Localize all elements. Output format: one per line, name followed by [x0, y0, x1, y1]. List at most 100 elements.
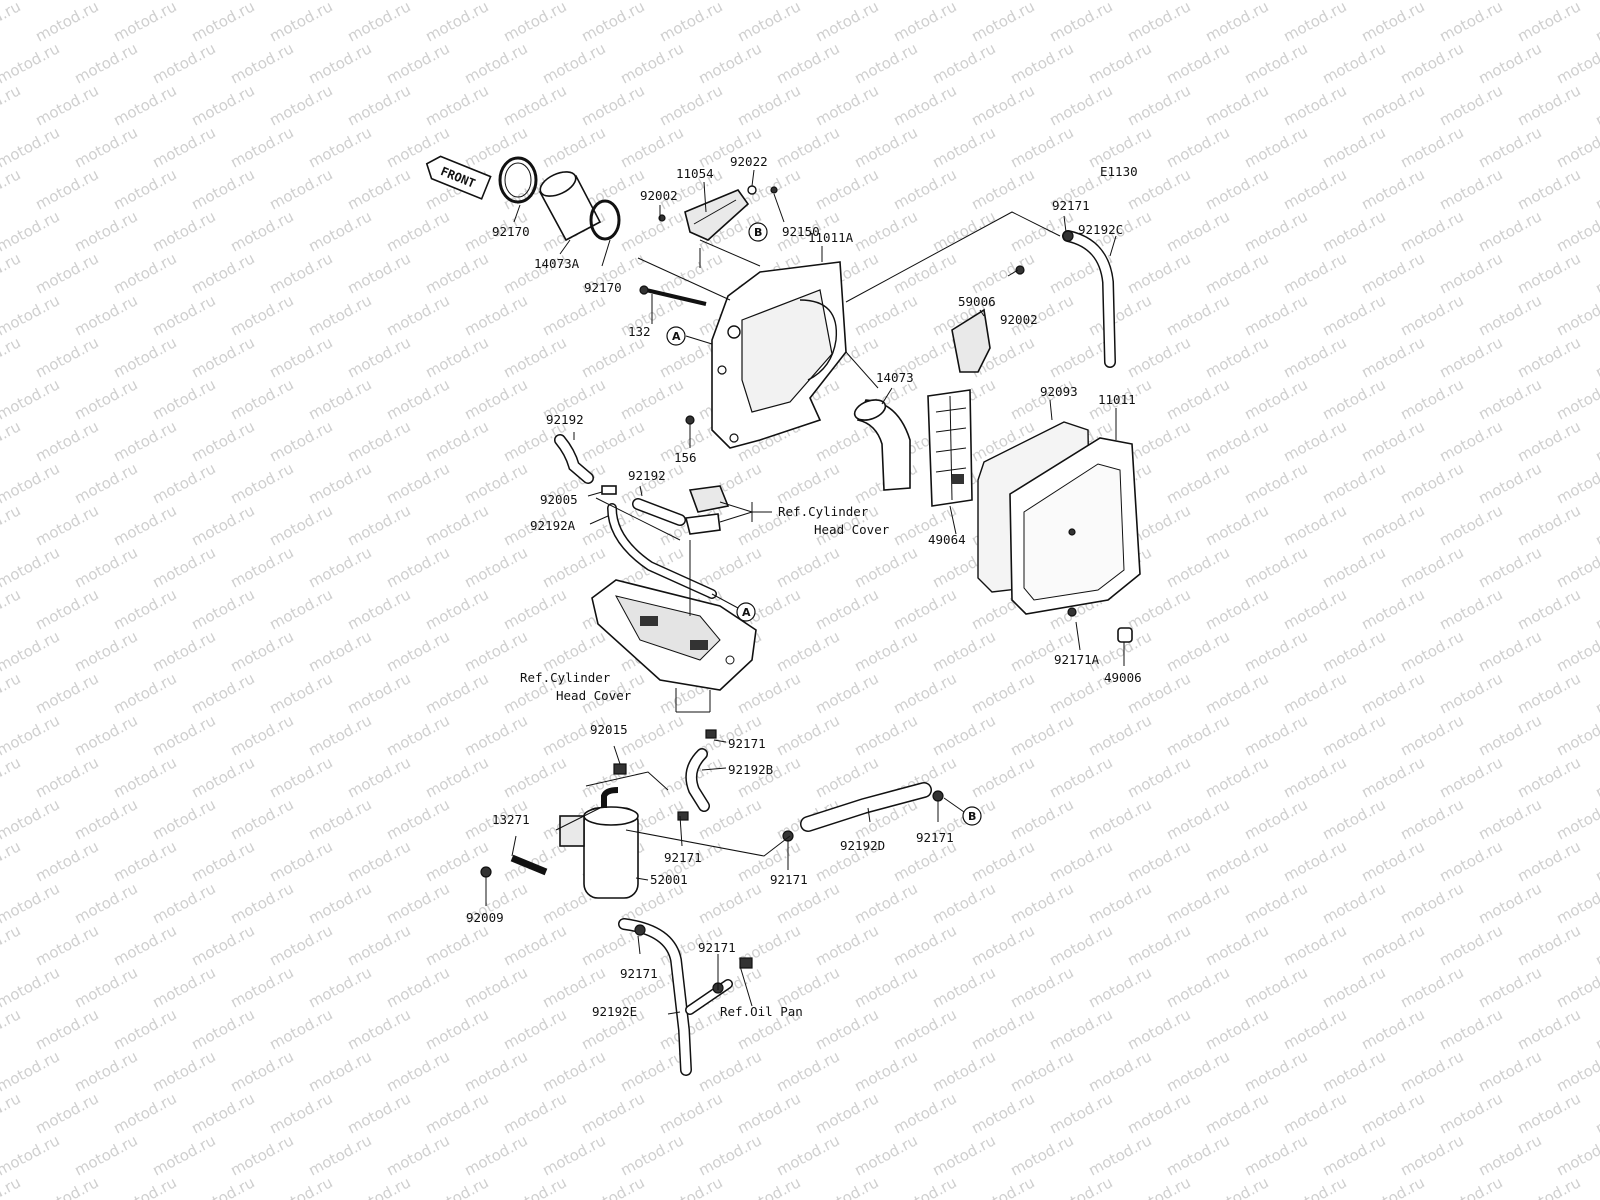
- watermark-text: motod.ru: [890, 249, 959, 297]
- watermark-text: motod.ru: [149, 375, 218, 423]
- watermark-text: motod.ru: [812, 0, 881, 46]
- watermark-text: motod.ru: [0, 1047, 63, 1095]
- watermark-text: motod.ru: [110, 753, 179, 801]
- watermark-text: motod.ru: [383, 795, 452, 843]
- watermark-text: motod.ru: [461, 123, 530, 171]
- watermark-text: motod.ru: [500, 753, 569, 801]
- label-132: 132: [628, 324, 651, 339]
- watermark-text: motod.ru: [1436, 1089, 1505, 1137]
- watermark-text: motod.ru: [1241, 711, 1310, 759]
- watermark-text: motod.ru: [617, 1047, 686, 1095]
- watermark-text: motod.ru: [110, 1089, 179, 1137]
- watermark-text: motod.ru: [188, 249, 257, 297]
- watermark-text: motod.ru: [383, 963, 452, 1011]
- watermark-text: motod.ru: [1397, 207, 1466, 255]
- watermark-text: motod.ru: [383, 543, 452, 591]
- watermark-text: motod.ru: [1280, 1005, 1349, 1053]
- watermark-text: motod.ru: [1280, 753, 1349, 801]
- watermark-text: motod.ru: [1592, 837, 1600, 885]
- bolt-92009: [480, 866, 492, 878]
- label-92192c: 92192C: [1078, 222, 1123, 237]
- watermark-text: motod.ru: [1592, 417, 1600, 465]
- watermark-text: motod.ru: [1007, 123, 1076, 171]
- watermark-text: motod.ru: [1592, 1005, 1600, 1053]
- label-92170-right: 92170: [584, 280, 622, 295]
- watermark-text: motod.ru: [1124, 417, 1193, 465]
- watermark-text: motod.ru: [1202, 0, 1271, 46]
- watermark-text: motod.ru: [227, 879, 296, 927]
- watermark-text: motod.ru: [266, 81, 335, 129]
- watermark-text: motod.ru: [0, 669, 24, 717]
- watermark-text: motod.ru: [1085, 1131, 1154, 1179]
- bolt-156: [685, 415, 695, 425]
- watermark-text: motod.ru: [851, 291, 920, 339]
- watermark-text: motod.ru: [0, 1131, 63, 1179]
- watermark-text: motod.ru: [1475, 879, 1544, 927]
- watermark-text: motod.ru: [0, 501, 24, 549]
- watermark-text: motod.ru: [1085, 291, 1154, 339]
- watermark-text: motod.ru: [71, 291, 140, 339]
- watermark-text: motod.ru: [383, 39, 452, 87]
- watermark-text: motod.ru: [0, 81, 24, 129]
- watermark-text: motod.ru: [578, 417, 647, 465]
- watermark-text: motod.ru: [1436, 81, 1505, 129]
- watermark-text: motod.ru: [1241, 543, 1310, 591]
- watermark-text: motod.ru: [383, 291, 452, 339]
- watermark-text: motod.ru: [344, 249, 413, 297]
- watermark-text: motod.ru: [266, 837, 335, 885]
- watermark-text: motod.ru: [1007, 711, 1076, 759]
- watermark-text: motod.ru: [1280, 837, 1349, 885]
- label-92150: 92150: [782, 224, 820, 239]
- watermark-text: motod.ru: [227, 963, 296, 1011]
- watermark-text: motod.ru: [32, 249, 101, 297]
- label-52001: 52001: [650, 872, 688, 887]
- watermark-text: motod.ru: [539, 1047, 608, 1095]
- watermark-text: motod.ru: [968, 921, 1037, 969]
- watermark-text: motod.ru: [227, 543, 296, 591]
- watermark-text: motod.ru: [1592, 753, 1600, 801]
- watermark-text: motod.ru: [266, 921, 335, 969]
- watermark-text: motod.ru: [110, 81, 179, 129]
- watermark-text: motod.ru: [1553, 1047, 1600, 1095]
- watermark-text: motod.ru: [1514, 249, 1583, 297]
- watermark-text: motod.ru: [71, 1047, 140, 1095]
- watermark-text: motod.ru: [1202, 81, 1271, 129]
- watermark-text: motod.ru: [968, 0, 1037, 46]
- watermark-text: motod.ru: [1358, 753, 1427, 801]
- clamp-92171-f: [634, 924, 646, 936]
- watermark-text: motod.ru: [812, 1173, 881, 1200]
- watermark-text: motod.ru: [1592, 333, 1600, 381]
- watermark-text: motod.ru: [1514, 1173, 1583, 1200]
- fitting-92005: [601, 485, 617, 495]
- watermark-text: motod.ru: [461, 627, 530, 675]
- watermark-text: motod.ru: [71, 459, 140, 507]
- watermark-text: motod.ru: [266, 165, 335, 213]
- clamp-92171a: [1067, 607, 1077, 617]
- watermark-text: motod.ru: [617, 39, 686, 87]
- watermark-text: motod.ru: [851, 879, 920, 927]
- watermark-text: motod.ru: [0, 39, 63, 87]
- watermark-text: motod.ru: [1553, 543, 1600, 591]
- watermark-text: motod.ru: [1436, 837, 1505, 885]
- watermark-text: motod.ru: [968, 837, 1037, 885]
- watermark-text: motod.ru: [1514, 417, 1583, 465]
- watermark-text: motod.ru: [1241, 1131, 1310, 1179]
- watermark-text: motod.ru: [617, 123, 686, 171]
- watermark-text: motod.ru: [734, 0, 803, 46]
- watermark-text: motod.ru: [422, 753, 491, 801]
- watermark-text: motod.ru: [227, 123, 296, 171]
- watermark-text: motod.ru: [1514, 81, 1583, 129]
- label-92192-upper: 92192: [546, 412, 584, 427]
- watermark-text: motod.ru: [32, 921, 101, 969]
- watermark-text: motod.ru: [1358, 837, 1427, 885]
- watermark-text: motod.ru: [344, 165, 413, 213]
- watermark-text: motod.ru: [773, 543, 842, 591]
- label-92170-left: 92170: [492, 224, 530, 239]
- watermark-text: motod.ru: [149, 711, 218, 759]
- watermark-text: motod.ru: [110, 417, 179, 465]
- watermark-text: motod.ru: [422, 1005, 491, 1053]
- watermark-text: motod.ru: [1280, 501, 1349, 549]
- watermark-text: motod.ru: [188, 585, 257, 633]
- watermark-text: motod.ru: [1358, 1173, 1427, 1200]
- watermark-text: motod.ru: [344, 669, 413, 717]
